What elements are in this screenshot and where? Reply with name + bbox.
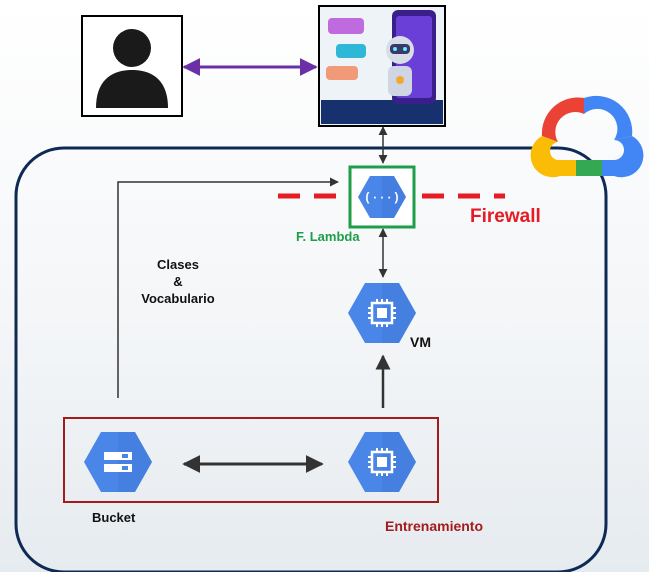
svg-text:(···): (···) [364,191,400,205]
clases-vocabulario-label: Clases & Vocabulario [128,256,228,307]
training-label: Entrenamiento [385,518,484,534]
bucket-icon [84,432,152,492]
google-cloud-logo [530,95,644,178]
user-silhouette-icon [96,29,168,108]
vm-label: VM [410,334,431,350]
ampersand-line: & [173,274,183,289]
vocabulario-line: Vocabulario [141,291,215,306]
bucket-lambda-arrow [117,177,339,398]
chatbot-robot-icon [321,10,443,124]
lambda-label: F. Lambda [296,229,360,244]
bucket-label: Bucket [92,510,136,525]
lambda-icon: (···) [358,176,406,218]
clases-line: Clases [157,257,199,272]
cloud-region-boundary [14,146,608,572]
vm-icon [348,283,416,343]
training-box [63,417,439,503]
training-icon [348,432,416,492]
firewall-label: Firewall [470,206,541,227]
